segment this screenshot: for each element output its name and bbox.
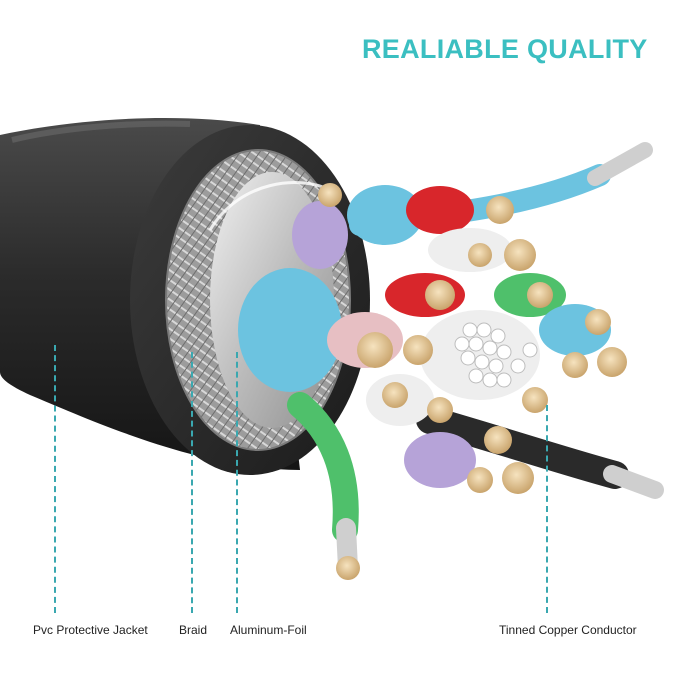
leader-line-jacket <box>54 345 56 613</box>
inner-conductors <box>238 142 664 580</box>
copper-strand-ends <box>318 183 627 494</box>
headline: REALIABLE QUALITY <box>362 34 648 64</box>
label-jacket: Pvc Protective Jacket <box>33 623 148 637</box>
label-foil: Aluminum-Foil <box>230 623 307 637</box>
tinned-strands <box>454 322 538 388</box>
label-braid: Braid <box>179 623 208 637</box>
leader-line-foil <box>236 352 238 613</box>
leader-line-braid <box>191 352 193 613</box>
label-conductor: Tinned Copper Conductor <box>499 623 637 637</box>
leader-line-conductor <box>546 405 548 613</box>
